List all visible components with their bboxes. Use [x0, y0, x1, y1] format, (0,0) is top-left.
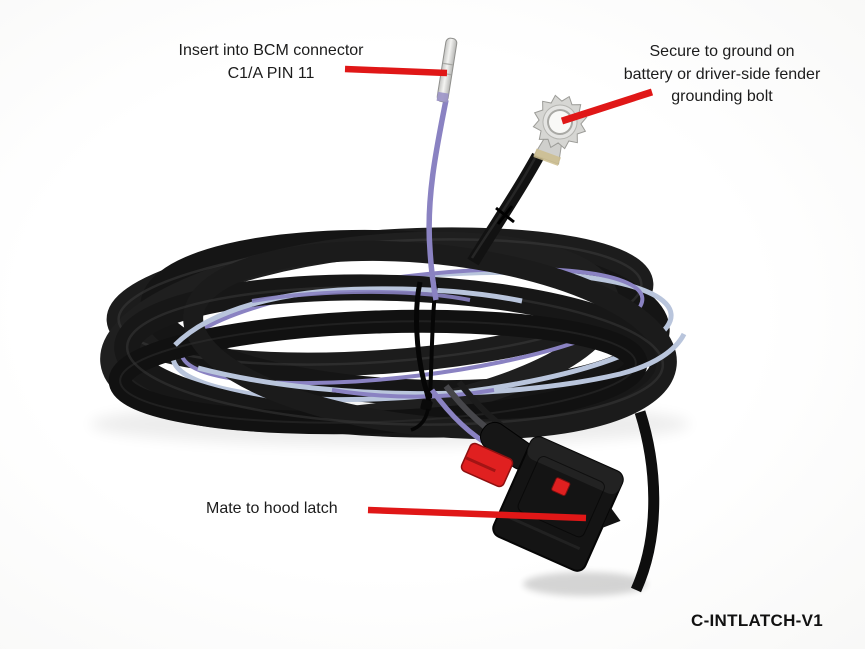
annotation-bcm-connector: Insert into BCM connector C1/A PIN 11 [178, 42, 364, 82]
connector-shadow [523, 572, 647, 596]
small-zip-tie [495, 205, 515, 225]
ring-terminal [532, 94, 588, 166]
connector-red-lock-tab [460, 442, 514, 488]
bcm-wire [426, 99, 449, 301]
annotation-hood-latch: Mate to hood latch [206, 500, 338, 517]
connector-red-button [551, 477, 571, 496]
harness-coil [100, 227, 687, 440]
hood-latch-leader-line [367, 506, 587, 522]
ground-leader-line [560, 88, 654, 125]
annotation-ground: Secure to ground on battery or driver-si… [623, 43, 821, 105]
hood-latch-connector [460, 421, 624, 572]
bcm-leader-line [344, 65, 448, 77]
ground-lead [467, 152, 544, 266]
part-number: C-INTLATCH-V1 [691, 611, 824, 630]
connector-tail-cable [630, 410, 660, 593]
